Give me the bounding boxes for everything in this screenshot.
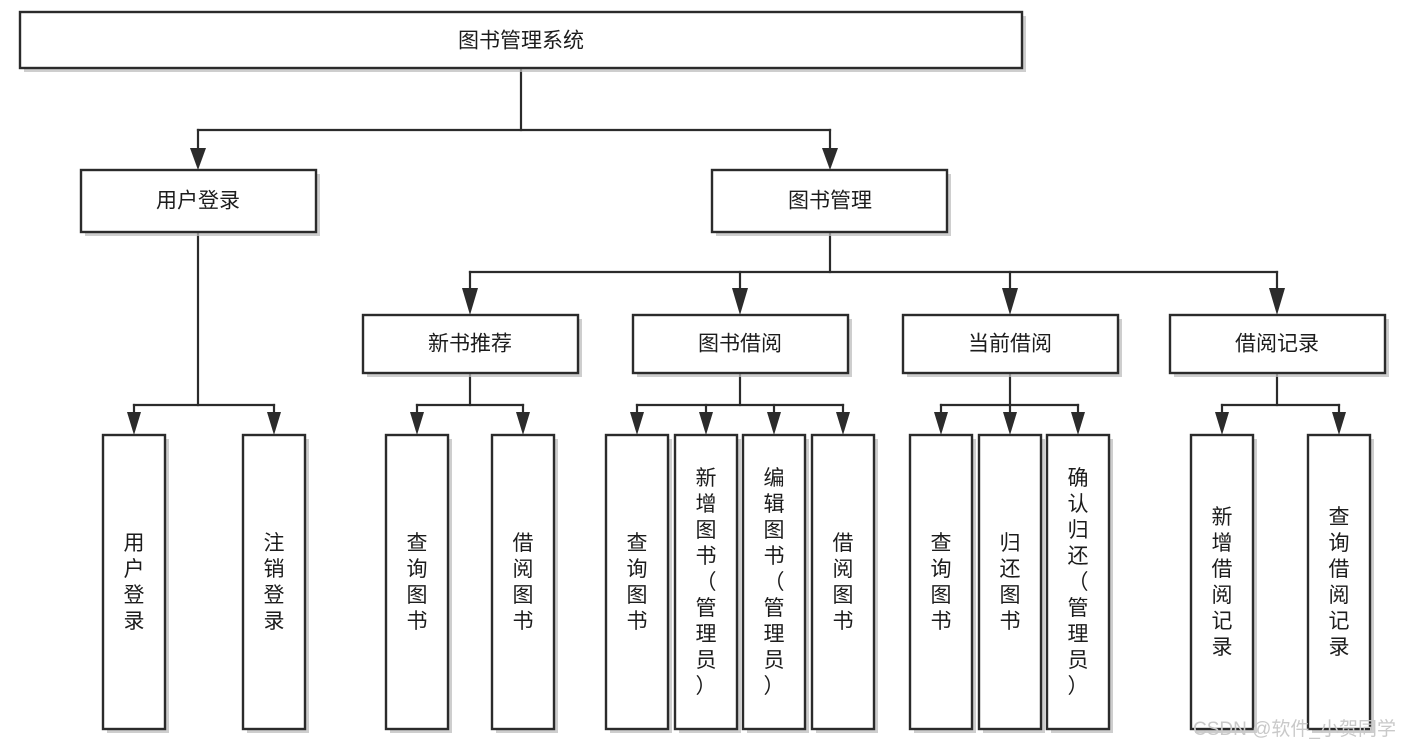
arrow-head-leaf-user-login — [127, 412, 141, 435]
leaf-user-login-box — [101, 433, 167, 731]
borrow-record-box — [1168, 313, 1387, 375]
leaf-add-book-admin-box — [673, 433, 739, 731]
leaf-confirm-return-admin-box — [1045, 433, 1111, 731]
current-borrow-label: 当前借阅 — [968, 333, 1052, 356]
arrow-head-leaf-query-book-2 — [630, 412, 644, 435]
leaf-borrow-book-1[interactable]: 借阅图书 — [490, 433, 558, 733]
leaf-borrow-book-1-box — [490, 433, 556, 731]
leaf-user-login-label: 用户登录 — [124, 532, 145, 633]
leaf-user-logout-box — [241, 433, 307, 731]
node-borrow-record[interactable]: 借阅记录 — [1168, 313, 1389, 377]
arrow-head-leaf-add-book-admin — [699, 412, 713, 435]
arrow-head-leaf-query-book-1 — [410, 412, 424, 435]
leaf-query-book-1-box — [384, 433, 450, 731]
leaf-query-borrow-record[interactable]: 查询借阅记录 — [1306, 433, 1374, 733]
borrow-record-label: 借阅记录 — [1235, 333, 1319, 356]
csdn-watermark: CSDN @软件_小贺同学 — [1193, 718, 1396, 740]
node-root[interactable]: 图书管理系统 — [18, 10, 1026, 72]
leaf-user-logout-label: 注销登录 — [264, 532, 285, 633]
arrow-head-leaf-edit-book-admin — [767, 412, 781, 435]
arrow-head-leaf-confirm-return-admin — [1071, 412, 1085, 435]
arrow-head-leaf-return-book — [1003, 412, 1017, 435]
leaf-query-borrow-record-box — [1306, 433, 1372, 731]
arrow-head-current-borrow — [1002, 288, 1018, 315]
leaf-query-book-3-label: 查询图书 — [931, 532, 952, 633]
node-new-book-recommend[interactable]: 新书推荐 — [361, 313, 582, 377]
arrow-head-user-login — [190, 148, 206, 170]
leaf-add-borrow-record[interactable]: 新增借阅记录 — [1189, 433, 1257, 733]
leaf-borrow-book-1-label: 借阅图书 — [513, 532, 534, 633]
leaf-query-book-2-label: 查询图书 — [627, 532, 648, 633]
arrow-head-borrow-record — [1269, 288, 1285, 315]
leaf-user-login[interactable]: 用户登录 — [101, 433, 169, 733]
leaf-query-book-1[interactable]: 查询图书 — [384, 433, 452, 733]
user-login-label: 用户登录 — [156, 190, 240, 213]
leaf-add-book-admin[interactable]: 新增图书（管理员） — [673, 433, 741, 733]
root-box — [18, 10, 1024, 70]
node-current-borrow[interactable]: 当前借阅 — [901, 313, 1122, 377]
arrow-head-new-book-recommend — [462, 288, 478, 315]
arrow-head-leaf-borrow-book-1 — [516, 412, 530, 435]
book-borrow-label: 图书借阅 — [698, 333, 782, 356]
arrow-head-leaf-borrow-book-2 — [836, 412, 850, 435]
leaf-confirm-return-admin[interactable]: 确认归还（管理员） — [1045, 433, 1113, 733]
leaf-borrow-book-2-box — [810, 433, 876, 731]
leaf-add-book-admin-label: 新增图书（管理员） — [696, 467, 717, 698]
leaf-edit-book-admin-label: 编辑图书（管理员） — [764, 467, 785, 698]
new-book-recommend-box — [361, 313, 580, 375]
arrow-head-leaf-add-borrow-record — [1215, 412, 1229, 435]
connector-layer — [127, 66, 1346, 435]
arrow-head-leaf-user-logout — [267, 412, 281, 435]
leaf-borrow-book-2-label: 借阅图书 — [833, 532, 854, 633]
leaf-edit-book-admin-box — [741, 433, 807, 731]
book-manage-box — [710, 168, 949, 234]
leaf-query-borrow-record-label: 查询借阅记录 — [1329, 506, 1350, 659]
node-book-manage[interactable]: 图书管理 — [710, 168, 951, 236]
leaf-confirm-return-admin-label: 确认归还（管理员） — [1068, 467, 1089, 698]
leaf-user-logout[interactable]: 注销登录 — [241, 433, 309, 733]
root-label: 图书管理系统 — [458, 30, 584, 53]
leaf-add-borrow-record-box — [1189, 433, 1255, 731]
leaf-query-book-1-label: 查询图书 — [407, 532, 428, 633]
leaf-return-book-box — [977, 433, 1043, 731]
leaf-add-borrow-record-label: 新增借阅记录 — [1212, 506, 1233, 659]
leaf-query-book-3-box — [908, 433, 974, 731]
arrow-head-leaf-query-book-3 — [934, 412, 948, 435]
book-manage-label: 图书管理 — [788, 190, 872, 213]
leaf-query-book-2[interactable]: 查询图书 — [604, 433, 672, 733]
leaf-borrow-book-2[interactable]: 借阅图书 — [810, 433, 878, 733]
node-book-borrow[interactable]: 图书借阅 — [631, 313, 852, 377]
node-user-login[interactable]: 用户登录 — [79, 168, 320, 236]
new-book-recommend-label: 新书推荐 — [428, 333, 512, 356]
leaf-query-book-3[interactable]: 查询图书 — [908, 433, 976, 733]
current-borrow-box — [901, 313, 1120, 375]
user-login-box — [79, 168, 318, 234]
leaf-edit-book-admin[interactable]: 编辑图书（管理员） — [741, 433, 809, 733]
arrow-head-book-borrow — [732, 288, 748, 315]
leaf-return-book-label: 归还图书 — [1000, 532, 1021, 633]
leaf-return-book[interactable]: 归还图书 — [977, 433, 1045, 733]
leaf-query-book-2-box — [604, 433, 670, 731]
arrow-head-leaf-query-borrow-record — [1332, 412, 1346, 435]
book-borrow-box — [631, 313, 850, 375]
arrow-head-book-manage — [822, 148, 838, 170]
